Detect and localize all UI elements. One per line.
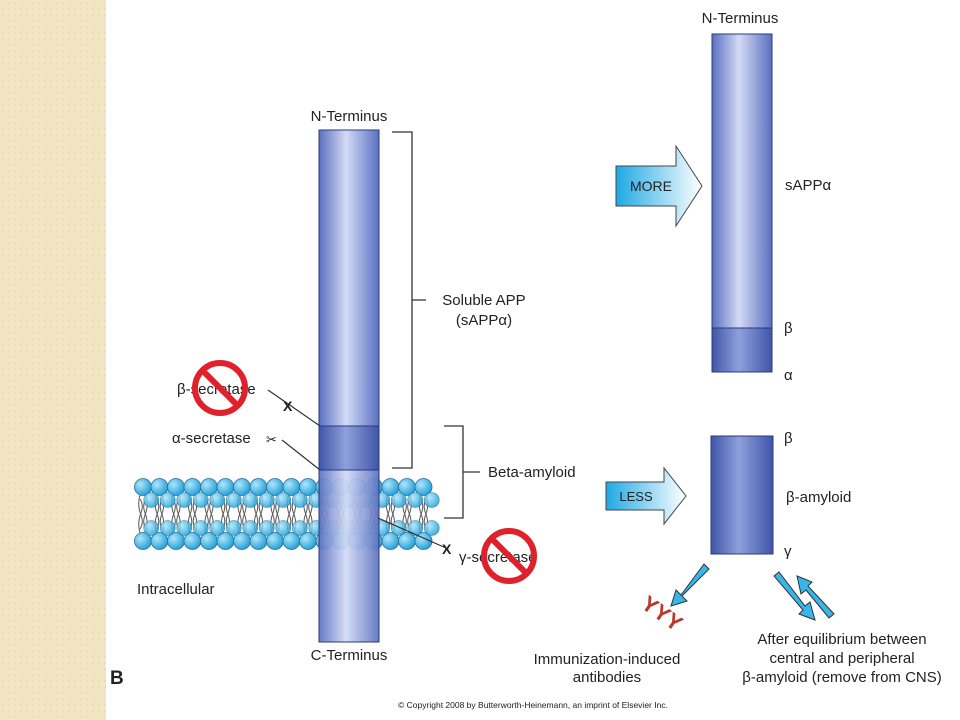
copyright-notice: © Copyright 2008 by Butterworth-Heineman… [398, 700, 668, 710]
soluble-app-bracket [392, 131, 426, 469]
lipid-head [414, 478, 433, 496]
intracellular-label: Intracellular [137, 581, 215, 598]
sapp-alpha-fragment [711, 33, 773, 329]
right-n-terminus-label: N-Terminus [702, 10, 779, 27]
beta-secretase-block-mark: X [283, 398, 293, 414]
equilibrium-label-line3: β-amyloid (remove from CNS) [742, 669, 942, 686]
side-strip [0, 0, 106, 720]
immunization-label-line2: antibodies [573, 669, 641, 686]
app-column-lower [318, 469, 380, 643]
equilibrium-label-line2: central and peripheral [769, 650, 914, 667]
gamma-site-label: γ [784, 543, 792, 560]
sapp-alpha-label: sAPPα [785, 177, 832, 194]
beta-secretase-inhibited-icon [192, 360, 248, 416]
beta-secretase-pointer [267, 389, 321, 427]
gamma-secretase-pointer [377, 517, 447, 549]
more-label: MORE [630, 178, 672, 194]
soluble-app-label-line1: Soluble APP [442, 292, 525, 309]
equilibrium-arrow-up [796, 575, 835, 619]
beta-amyloid-fragment-label: β-amyloid [786, 489, 851, 506]
soluble-app-label-line2: (sAPPα) [456, 312, 512, 329]
more-arrow: MORE [615, 144, 703, 228]
immunization-label-line1: Immunization-induced [534, 651, 681, 668]
beta-amyloid-fragment [710, 435, 774, 555]
panel-label: B [110, 668, 124, 689]
sapp-alpha-terminal-segment [711, 327, 773, 373]
alpha-secretase-pointer [281, 439, 321, 471]
scissors-icon: ✂ [266, 432, 277, 447]
left-n-terminus-label: N-Terminus [311, 108, 388, 125]
lipid-bilayer [134, 478, 440, 550]
app-column-upper [318, 129, 380, 427]
alpha-secretase-label: α-secretase [172, 430, 251, 447]
beta-amyloid-label: Beta-amyloid [488, 464, 576, 481]
left-c-terminus-label: C-Terminus [311, 647, 388, 664]
clearance-arrow-to-antibodies [670, 563, 710, 607]
equilibrium-label-line1: After equilibrium between [757, 631, 926, 648]
equilibrium-arrow-down [773, 571, 816, 621]
gamma-secretase-label: γ-secretase [459, 549, 537, 566]
gamma-secretase-inhibited-icon [481, 528, 537, 584]
app-column-beta-amyloid-segment [318, 425, 380, 471]
less-arrow: LESS [605, 466, 687, 526]
less-label: LESS [619, 489, 653, 504]
beta-amyloid-bracket [444, 425, 480, 519]
beta-site-label-top: β [784, 320, 793, 337]
beta-site-label-bottom: β [784, 430, 793, 447]
gamma-secretase-block-mark: X [442, 541, 452, 557]
alpha-site-label: α [784, 367, 793, 384]
